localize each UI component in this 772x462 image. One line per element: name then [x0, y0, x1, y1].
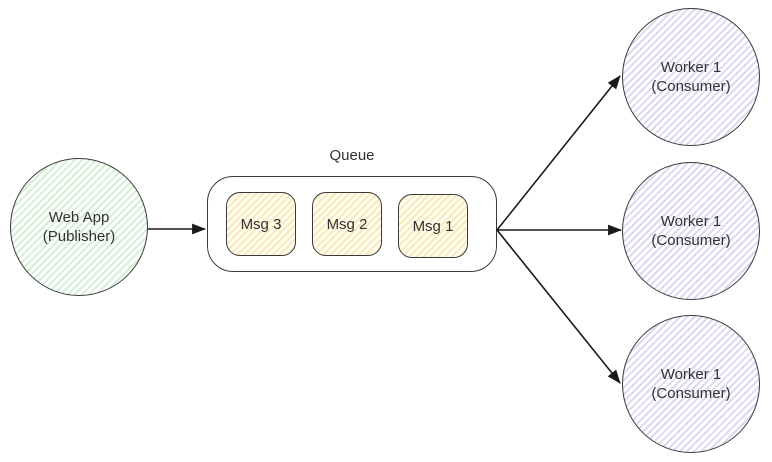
message-box-msg1: Msg 1 [398, 194, 468, 258]
worker-label-line1: Worker 1 [660, 213, 722, 230]
message-label: Msg 3 [240, 215, 282, 233]
worker-label-line2: (Consumer) [651, 78, 731, 95]
message-label: Msg 1 [412, 217, 454, 235]
worker-label-line1: Worker 1 [660, 366, 722, 383]
queue-label: Queue [329, 147, 375, 164]
message-box-msg2: Msg 2 [312, 192, 382, 256]
worker-node-middle: Worker 1 (Consumer) [622, 162, 760, 300]
worker-node-bottom: Worker 1 (Consumer) [622, 315, 760, 453]
queue-to-worker-bottom-arrow [496, 229, 621, 384]
worker-label-line1: Worker 1 [660, 59, 722, 76]
publisher-node: Web App (Publisher) [10, 158, 148, 296]
queue-to-worker-top-arrow [496, 75, 621, 231]
message-label: Msg 2 [326, 215, 368, 233]
worker-node-top: Worker 1 (Consumer) [622, 8, 760, 146]
message-box-msg3: Msg 3 [226, 192, 296, 256]
publisher-label-line1: Web App [48, 209, 110, 226]
worker-label-line2: (Consumer) [651, 232, 731, 249]
worker-label-line2: (Consumer) [651, 385, 731, 402]
publisher-label-line2: (Publisher) [42, 228, 116, 245]
